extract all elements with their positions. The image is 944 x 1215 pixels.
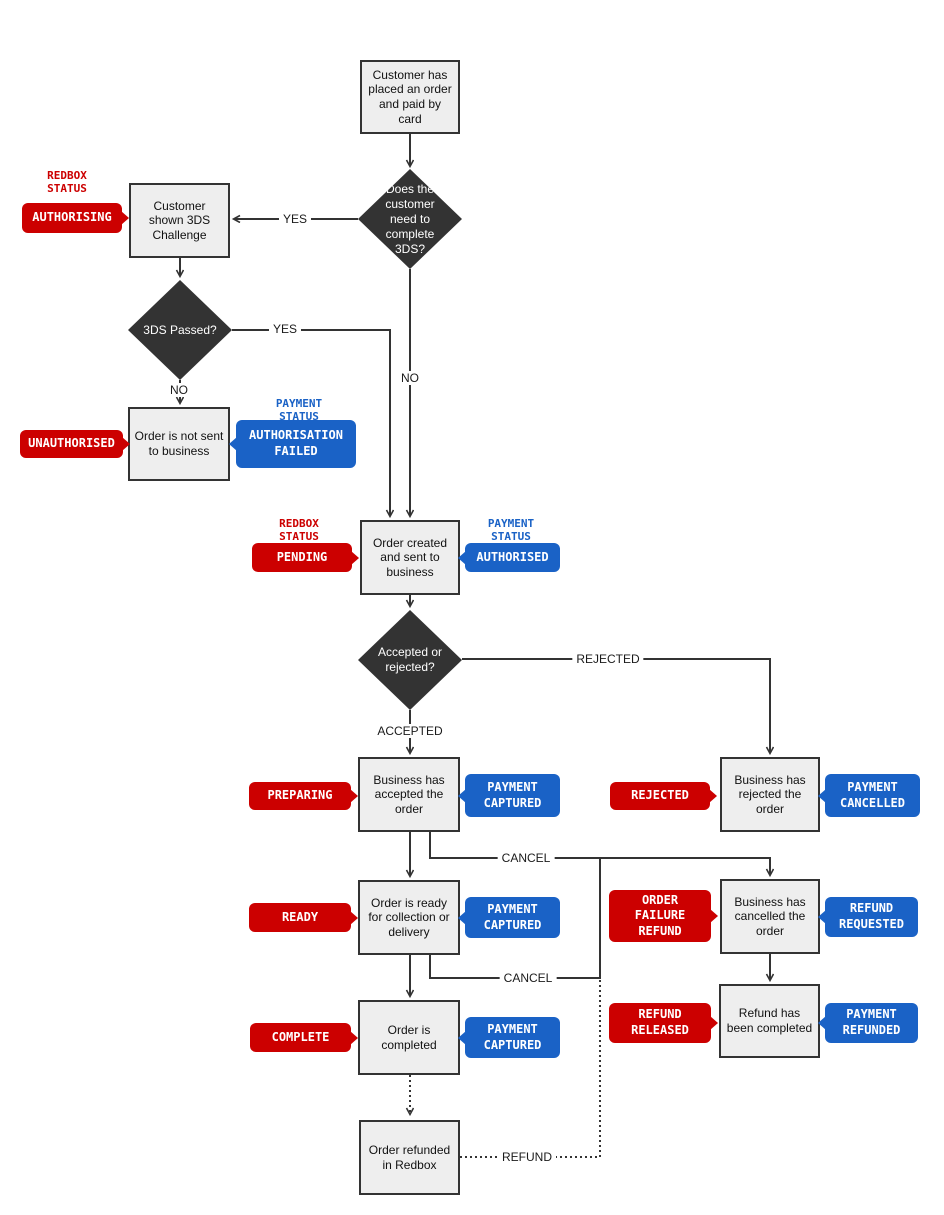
- node-placed-order: Customer has placed an order and paid by…: [360, 60, 460, 134]
- edge-label-refund: REFUND: [498, 1150, 556, 1164]
- badge-redbox-unauthorised: UNAUTHORISED: [20, 430, 130, 458]
- edge-label-yes-3ds: YES: [278, 212, 312, 226]
- payment-status-header: PAYMENT STATUS: [275, 397, 323, 423]
- node-cancelled: Business has cancelled the order: [720, 879, 820, 954]
- badge-payment-cancelled: PAYMENT CANCELLED: [818, 774, 920, 817]
- badge-redbox-refund-released: REFUND RELEASED: [609, 1003, 718, 1043]
- redbox-status-header: REDBOX STATUS: [279, 517, 319, 543]
- edge-label-no-passed: NO: [166, 383, 192, 397]
- node-accepted: Business has accepted the order: [358, 757, 460, 832]
- badge-redbox-complete: COMPLETE: [250, 1023, 358, 1052]
- edge-refund-dotted: [460, 979, 601, 1158]
- edge-label-accepted: ACCEPTED: [373, 724, 447, 738]
- badge-payment-captured: PAYMENT CAPTURED: [458, 897, 560, 938]
- node-ready: Order is ready for collection or deliver…: [358, 880, 460, 955]
- redbox-status-header: REDBOX STATUS: [47, 169, 87, 195]
- node-refund-completed: Refund has been completed: [719, 984, 820, 1058]
- badge-payment-captured: PAYMENT CAPTURED: [458, 774, 560, 817]
- edge-label-no-3ds: NO: [397, 371, 423, 385]
- payment-status-header: PAYMENT STATUS: [487, 517, 535, 543]
- badge-payment-authorisation-failed: AUTHORISATION FAILED: [229, 420, 356, 468]
- badge-redbox-authorising: AUTHORISING: [22, 203, 129, 233]
- badge-redbox-pending: PENDING: [252, 543, 359, 572]
- edge-label-rejected: REJECTED: [572, 652, 644, 666]
- node-shown-3ds: Customer shown 3DS Challenge: [129, 183, 230, 258]
- node-completed: Order is completed: [358, 1000, 460, 1075]
- edge-label-cancel-1: CANCEL: [497, 851, 555, 865]
- node-refunded: Order refunded in Redbox: [359, 1120, 460, 1195]
- node-order-created: Order created and sent to business: [360, 520, 460, 595]
- badge-payment-refunded: PAYMENT REFUNDED: [818, 1003, 918, 1043]
- edge-rejected-to-rejectedbox: [462, 658, 770, 753]
- decision-need-3ds: Does the customer need to complete 3DS?: [358, 169, 462, 269]
- badge-redbox-preparing: PREPARING: [249, 782, 358, 810]
- edge-cancel-from-accepted: [429, 832, 770, 875]
- badge-redbox-order-failure-refund: ORDER FAILURE REFUND: [609, 890, 718, 942]
- badge-redbox-rejected: REJECTED: [610, 782, 717, 810]
- badge-redbox-ready: READY: [249, 903, 358, 932]
- edge-label-cancel-2: CANCEL: [499, 971, 557, 985]
- badge-payment-captured: PAYMENT CAPTURED: [458, 1017, 560, 1058]
- edge-label-yes-passed: YES: [268, 322, 302, 336]
- badge-payment-authorised: AUTHORISED: [458, 543, 560, 572]
- badge-payment-refund-requested: REFUND REQUESTED: [818, 897, 918, 937]
- node-not-sent: Order is not sent to business: [128, 407, 230, 481]
- node-rejected: Business has rejected the order: [720, 757, 820, 832]
